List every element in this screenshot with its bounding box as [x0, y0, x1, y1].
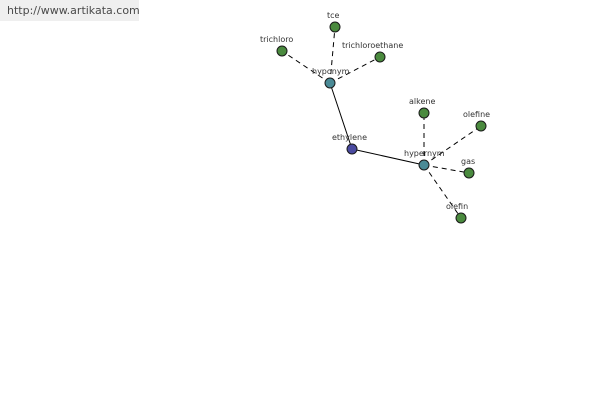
node-circle-olefin[interactable]: [455, 212, 467, 224]
node-label-gas[interactable]: gas: [461, 157, 475, 166]
node-circle-trichloro[interactable]: [276, 45, 288, 57]
node-circle-alkene[interactable]: [418, 107, 430, 119]
node-circle-tce[interactable]: [329, 21, 341, 33]
edge-ethylene-hyponym: [329, 82, 353, 150]
node-circle-trichloroethane[interactable]: [374, 51, 386, 63]
edge-ethylene-hypernym: [351, 148, 425, 166]
edge-hypernym-gas: [423, 164, 470, 174]
node-label-tce[interactable]: tce: [327, 11, 340, 20]
node-circle-olefine[interactable]: [475, 120, 487, 132]
node-circle-hyponym[interactable]: [324, 77, 336, 89]
node-label-olefine[interactable]: olefine: [463, 110, 490, 119]
node-gas[interactable]: gas: [461, 157, 475, 179]
edge-hypernym-olefine: [423, 125, 482, 166]
node-tce[interactable]: tce: [327, 11, 341, 33]
node-olefine[interactable]: olefine: [463, 110, 490, 132]
node-alkene[interactable]: alkene: [409, 97, 435, 119]
node-trichloro[interactable]: trichloro: [260, 35, 293, 57]
node-label-trichloroethane[interactable]: trichloroethane: [342, 41, 403, 50]
node-label-hypernym[interactable]: hypernym: [404, 149, 445, 158]
node-label-trichloro[interactable]: trichloro: [260, 35, 293, 44]
edge-hyponym-trichloroethane: [329, 56, 381, 84]
node-circle-gas[interactable]: [463, 167, 475, 179]
node-label-olefin[interactable]: olefin: [446, 202, 468, 211]
node-layer: ethylene hyponym hypernym tce trichloro trich…: [260, 11, 490, 224]
node-hypernym[interactable]: hypernym: [404, 149, 445, 171]
node-ethylene[interactable]: ethylene: [332, 133, 367, 155]
node-hyponym[interactable]: hyponym: [312, 67, 350, 89]
node-label-alkene[interactable]: alkene: [409, 97, 435, 106]
source-url-link[interactable]: http://www.artikata.com: [0, 0, 140, 21]
node-olefin[interactable]: olefin: [446, 202, 468, 224]
node-circle-ethylene[interactable]: [346, 143, 358, 155]
node-trichloroethane[interactable]: trichloroethane: [342, 41, 403, 63]
node-label-hyponym[interactable]: hyponym: [312, 67, 350, 76]
edge-hypernym-olefin: [423, 164, 462, 219]
node-label-ethylene[interactable]: ethylene: [332, 133, 367, 142]
node-circle-hypernym[interactable]: [418, 159, 430, 171]
edge-hyponym-tce: [329, 26, 336, 84]
edge-hyponym-trichloro: [281, 50, 331, 84]
edge-layer: [281, 26, 482, 219]
